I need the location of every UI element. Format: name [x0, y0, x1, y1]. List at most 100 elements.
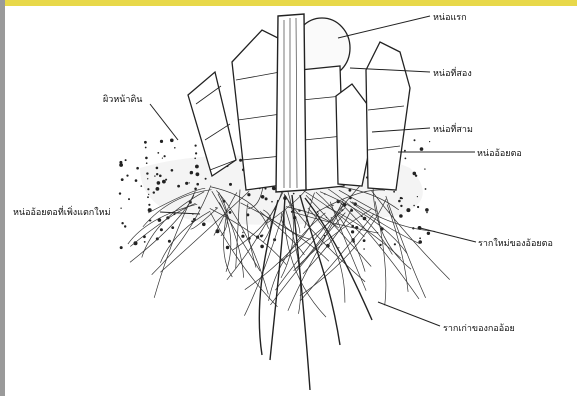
soil-particle: [171, 169, 174, 172]
soil-particle: [349, 189, 352, 192]
soil-particle: [147, 178, 148, 179]
soil-particle: [170, 139, 174, 143]
soil-particle: [406, 208, 410, 212]
soil-particle: [153, 191, 155, 193]
soil-particle: [196, 183, 199, 186]
soil-particle: [195, 165, 199, 169]
soil-particle: [146, 162, 148, 164]
soil-particle: [171, 226, 174, 229]
soil-particle: [160, 228, 163, 231]
label-soil-surface: ผิวหน้าดิน: [103, 94, 142, 105]
soil-particle: [293, 193, 295, 195]
soil-particle: [160, 140, 163, 143]
soil-particle: [398, 200, 401, 203]
soil-particle: [202, 223, 206, 227]
soil-particle: [229, 183, 232, 186]
soil-particle: [119, 163, 123, 167]
soil-particle: [189, 182, 190, 183]
soil-particle: [427, 232, 430, 235]
soil-particle: [148, 204, 150, 206]
soil-particle: [400, 205, 402, 207]
soil-particle: [260, 245, 264, 249]
soil-particle: [273, 187, 276, 190]
soil-particle: [157, 181, 161, 185]
soil-particle: [241, 235, 244, 238]
soil-particle: [425, 188, 427, 190]
label-ratoon-shoot: หน่ออ้อยตอ: [477, 148, 522, 159]
label-new-ratoon-roots: รากใหม่ของอ้อยตอ: [478, 238, 553, 249]
soil-particle: [128, 198, 130, 200]
soil-particle: [124, 225, 126, 227]
soil-particle: [420, 147, 424, 151]
soil-particle: [338, 247, 339, 248]
soil-particle: [194, 188, 197, 191]
soil-particle: [379, 244, 381, 246]
soil-particle: [125, 159, 127, 161]
soil-particle: [168, 240, 171, 243]
soil-particle: [136, 167, 139, 170]
soil-particle: [229, 211, 232, 214]
shoot-right-cut-stem: [336, 42, 410, 190]
soil-particle: [196, 172, 200, 176]
soil-particle: [404, 150, 406, 152]
soil-particle: [351, 230, 354, 233]
soil-particle: [156, 173, 158, 175]
soil-particle: [195, 145, 197, 147]
soil-particle: [164, 155, 166, 157]
soil-particle: [145, 147, 147, 149]
soil-particle: [198, 207, 200, 209]
soil-particle: [121, 222, 123, 224]
soil-particle: [146, 172, 148, 174]
soil-particle: [126, 175, 128, 177]
soil-particle: [154, 175, 155, 176]
soil-particle: [239, 159, 242, 162]
soil-particle: [144, 241, 146, 243]
soil-particle: [162, 158, 163, 159]
soil-particle: [405, 158, 407, 160]
soil-particle: [417, 206, 419, 208]
fine-root: [270, 213, 345, 305]
soil-particle: [363, 239, 366, 242]
soil-particle: [145, 157, 148, 160]
soil-particle: [147, 196, 149, 198]
soil-particle: [185, 182, 188, 185]
soil-particle: [261, 195, 265, 199]
soil-particle: [242, 232, 243, 233]
soil-particle: [119, 192, 121, 194]
soil-particle: [226, 246, 229, 249]
soil-particle: [195, 152, 197, 154]
soil-particle: [215, 207, 216, 208]
soil-particle: [135, 179, 138, 182]
soil-particle: [165, 179, 167, 181]
soil-particle: [147, 188, 149, 190]
soil-particle: [157, 152, 159, 154]
label-third-shoot: หน่อที่สาม: [433, 122, 473, 135]
soil-particle: [121, 178, 124, 181]
soil-particle: [205, 178, 207, 180]
soil-particle: [177, 185, 180, 188]
soil-particle: [424, 168, 425, 169]
soil-particle: [148, 194, 149, 195]
soil-particle: [393, 191, 395, 193]
soil-particle: [429, 141, 430, 142]
soil-particle: [363, 248, 365, 250]
soil-particle: [174, 147, 176, 149]
soil-particle: [332, 205, 333, 206]
soil-particle: [419, 237, 421, 239]
soil-particle: [194, 158, 196, 160]
soil-particle: [414, 139, 416, 141]
soil-particle: [120, 208, 121, 209]
soil-particle: [156, 167, 159, 170]
soil-particle: [271, 201, 273, 203]
label-second-shoot: หน่อที่สอง: [433, 66, 472, 79]
soil-particle: [247, 193, 250, 196]
fine-root: [284, 213, 326, 317]
soil-particle: [413, 205, 415, 207]
soil-particle: [417, 196, 418, 197]
soil-particle: [262, 235, 263, 236]
soil-particle: [425, 208, 429, 212]
shoot-central-stalk: [276, 14, 306, 192]
soil-particle: [413, 172, 417, 176]
